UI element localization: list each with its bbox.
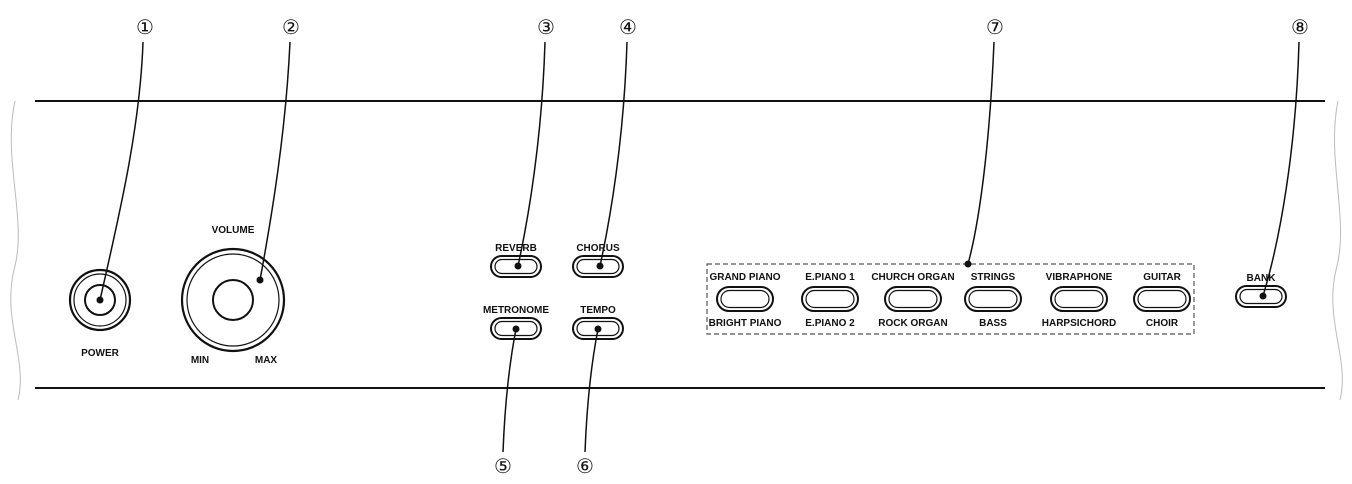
voice-2-bottom-label: E.PIANO 2 [805,318,855,329]
callout-6: ⑥ [576,454,594,478]
voice-6-top-label: GUITAR [1143,272,1181,283]
callout-5: ⑤ [494,454,512,478]
voice-button-3[interactable] [884,286,942,312]
callout-1-leader [99,41,144,301]
voice-1-top-label: GRAND PIANO [709,272,780,283]
callout-7: ⑦ [986,15,1004,39]
callout-3-dot [514,262,522,270]
voice-5-top-label: VIBRAPHONE [1046,272,1113,283]
callout-3: ③ [537,15,555,39]
callout-1-dot [96,296,104,304]
callout-1: ① [136,15,154,39]
callout-6-dot [594,325,602,333]
voice-button-2[interactable] [801,286,859,312]
voice-2-top-label: E.PIANO 1 [805,272,855,283]
panel-right-break [1332,100,1343,401]
reverb-label: REVERB [495,243,537,254]
voice-3-top-label: CHURCH ORGAN [871,272,954,283]
callout-8-leader [1262,41,1300,297]
panel-left-break [10,100,21,401]
volume-max-label: MAX [255,355,278,366]
voice-6-bottom-label: CHOIR [1146,318,1179,329]
volume-knob[interactable] [180,247,286,353]
voice-1-bottom-label: BRIGHT PIANO [709,318,782,329]
callout-5-dot [512,325,520,333]
voice-4-bottom-label: BASS [979,318,1007,329]
callout-5-leader [502,328,517,453]
chorus-label: CHORUS [576,243,620,254]
callout-3-leader [517,41,546,267]
metronome-label: METRONOME [483,305,549,316]
voice-button-4[interactable] [964,286,1022,312]
tempo-label: TEMPO [580,305,616,316]
volume-min-label: MIN [191,355,209,366]
callout-7-dot [964,260,972,268]
callout-2-leader [259,41,291,281]
bank-label: BANK [1247,273,1277,284]
power-label: POWER [81,348,120,359]
voice-3-bottom-label: ROCK ORGAN [878,318,947,329]
volume-label: VOLUME [212,225,255,236]
callout-8: ⑧ [1291,15,1309,39]
callout-4-dot [596,262,604,270]
callout-4: ④ [619,15,637,39]
callout-4-leader [599,41,628,267]
callout-6-leader [584,328,599,453]
callout-2-dot [256,276,264,284]
callout-8-dot [1259,292,1267,300]
voice-4-top-label: STRINGS [971,272,1016,283]
voice-button-1[interactable] [716,286,774,312]
callout-2: ② [282,15,300,39]
voice-5-bottom-label: HARPSICHORD [1042,318,1116,329]
voice-button-5[interactable] [1050,286,1108,312]
voice-group-box [706,263,1195,335]
voice-button-6[interactable] [1133,286,1191,312]
callout-7-leader [967,41,995,265]
